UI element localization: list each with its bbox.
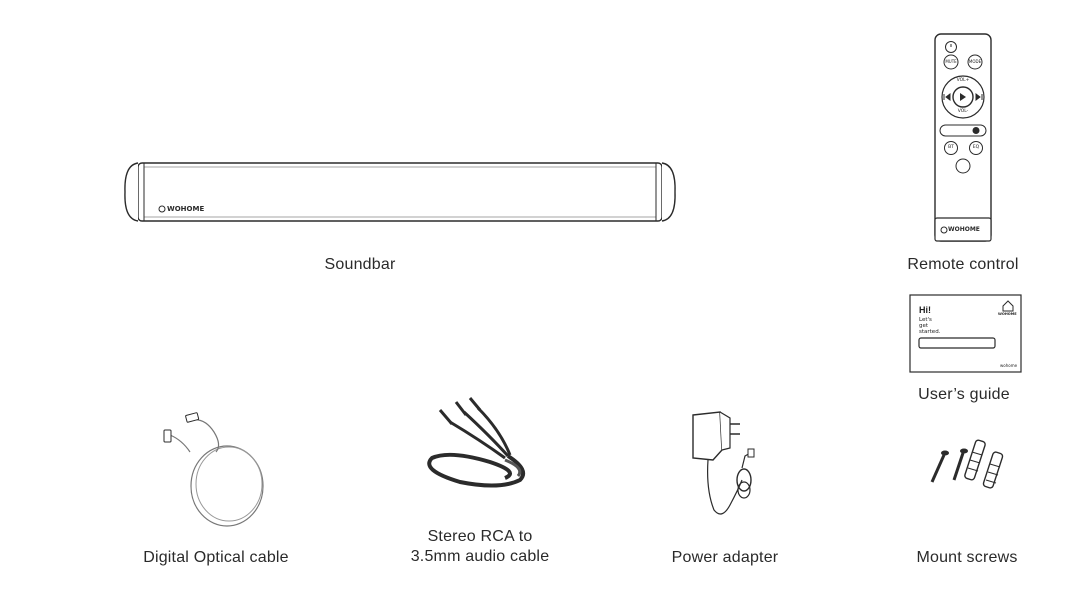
rca-label-line2: 3.5mm audio cable bbox=[410, 548, 550, 565]
remote-brand: WOHOME bbox=[948, 226, 980, 233]
remote-bt-text: BT bbox=[948, 145, 954, 150]
adapter-label: Power adapter bbox=[671, 549, 779, 566]
remote-volup-text: VOL+ bbox=[956, 78, 970, 83]
remote-mode-text: MODE bbox=[968, 59, 982, 64]
guide-subtitle: Let's get started. bbox=[919, 317, 941, 335]
optical-label: Digital Optical cable bbox=[143, 549, 289, 566]
remote-label: Remote control bbox=[907, 256, 1019, 273]
remote-eq-text: EQ bbox=[972, 145, 980, 150]
soundbar-label: Soundbar bbox=[324, 256, 396, 273]
screws-label: Mount screws bbox=[916, 549, 1018, 566]
guide-footer: wohome bbox=[1000, 363, 1018, 368]
guide-brand: WOHOME bbox=[998, 312, 1017, 316]
rca-label-line1: Stereo RCA to bbox=[427, 528, 533, 545]
guide-label: User’s guide bbox=[918, 386, 1010, 403]
guide-title: Hi! bbox=[919, 305, 931, 315]
remote-voldown-text: VOL- bbox=[957, 109, 969, 114]
remote-mute-text: MUTE bbox=[945, 59, 957, 64]
soundbar-brand: WOHOME bbox=[167, 205, 205, 213]
